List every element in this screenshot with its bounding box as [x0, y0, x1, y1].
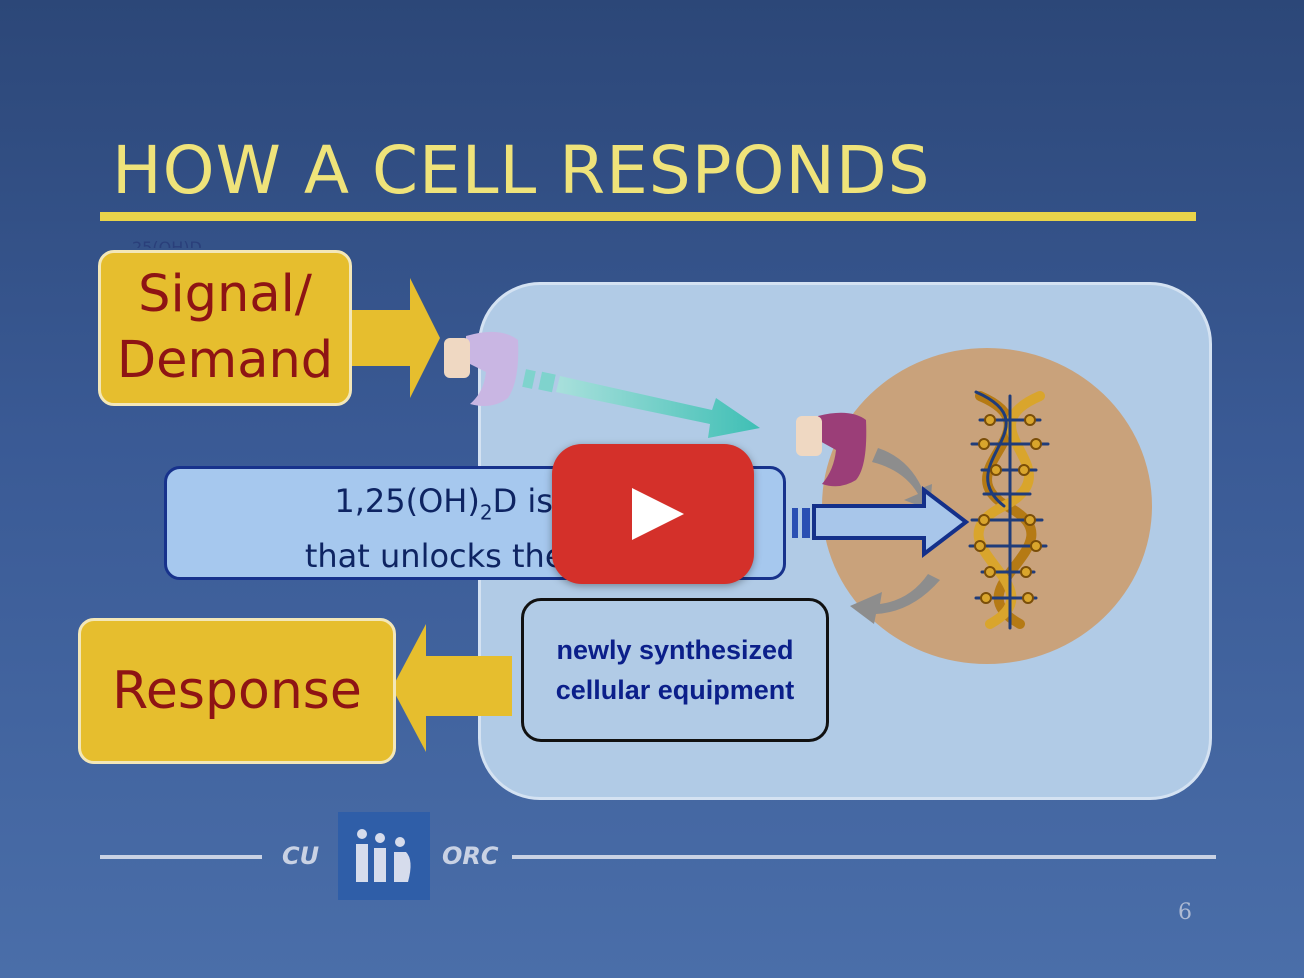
- demand-label: Demand: [116, 331, 334, 390]
- slide-title: HOW A CELL RESPONDS: [112, 132, 931, 209]
- unlock-line1-a: 1,25(OH): [334, 482, 480, 520]
- footer-orc-text: ORC: [442, 842, 499, 870]
- ghost-text: 25(OH)D: [132, 238, 202, 248]
- signal-label: Signal/: [138, 265, 312, 324]
- play-button[interactable]: [552, 444, 754, 584]
- blue-arrow-icon: [792, 485, 970, 559]
- signal-arrow-icon: [346, 278, 440, 398]
- signal-demand-box: Signal/ Demand: [98, 250, 352, 406]
- response-arrow-icon: [392, 624, 512, 752]
- cycle-arrow-top-icon: [872, 448, 932, 510]
- receptor-right-icon: [796, 412, 867, 487]
- cycle-arrow-bottom-icon: [850, 574, 940, 624]
- people-logo-icon: [338, 812, 430, 900]
- response-label: Response: [112, 661, 362, 721]
- equipment-box: newly synthesized cellular equipment: [521, 598, 829, 742]
- footer-rule-left: [100, 855, 262, 859]
- dna-helix-icon: [968, 390, 1050, 630]
- footer-rule-right: [512, 855, 1216, 859]
- unlock-line1-sub: 2: [479, 500, 493, 525]
- teal-arrow-icon: [522, 369, 760, 438]
- equipment-line2: cellular equipment: [555, 675, 795, 705]
- page-number: 6: [1178, 900, 1192, 925]
- footer-cu-text: CU: [282, 842, 320, 870]
- title-underline: [100, 212, 1196, 221]
- equipment-line1: newly synthesized: [556, 635, 794, 665]
- receptor-left-icon: [444, 331, 519, 406]
- play-icon[interactable]: [632, 488, 684, 540]
- response-box: Response: [78, 618, 396, 764]
